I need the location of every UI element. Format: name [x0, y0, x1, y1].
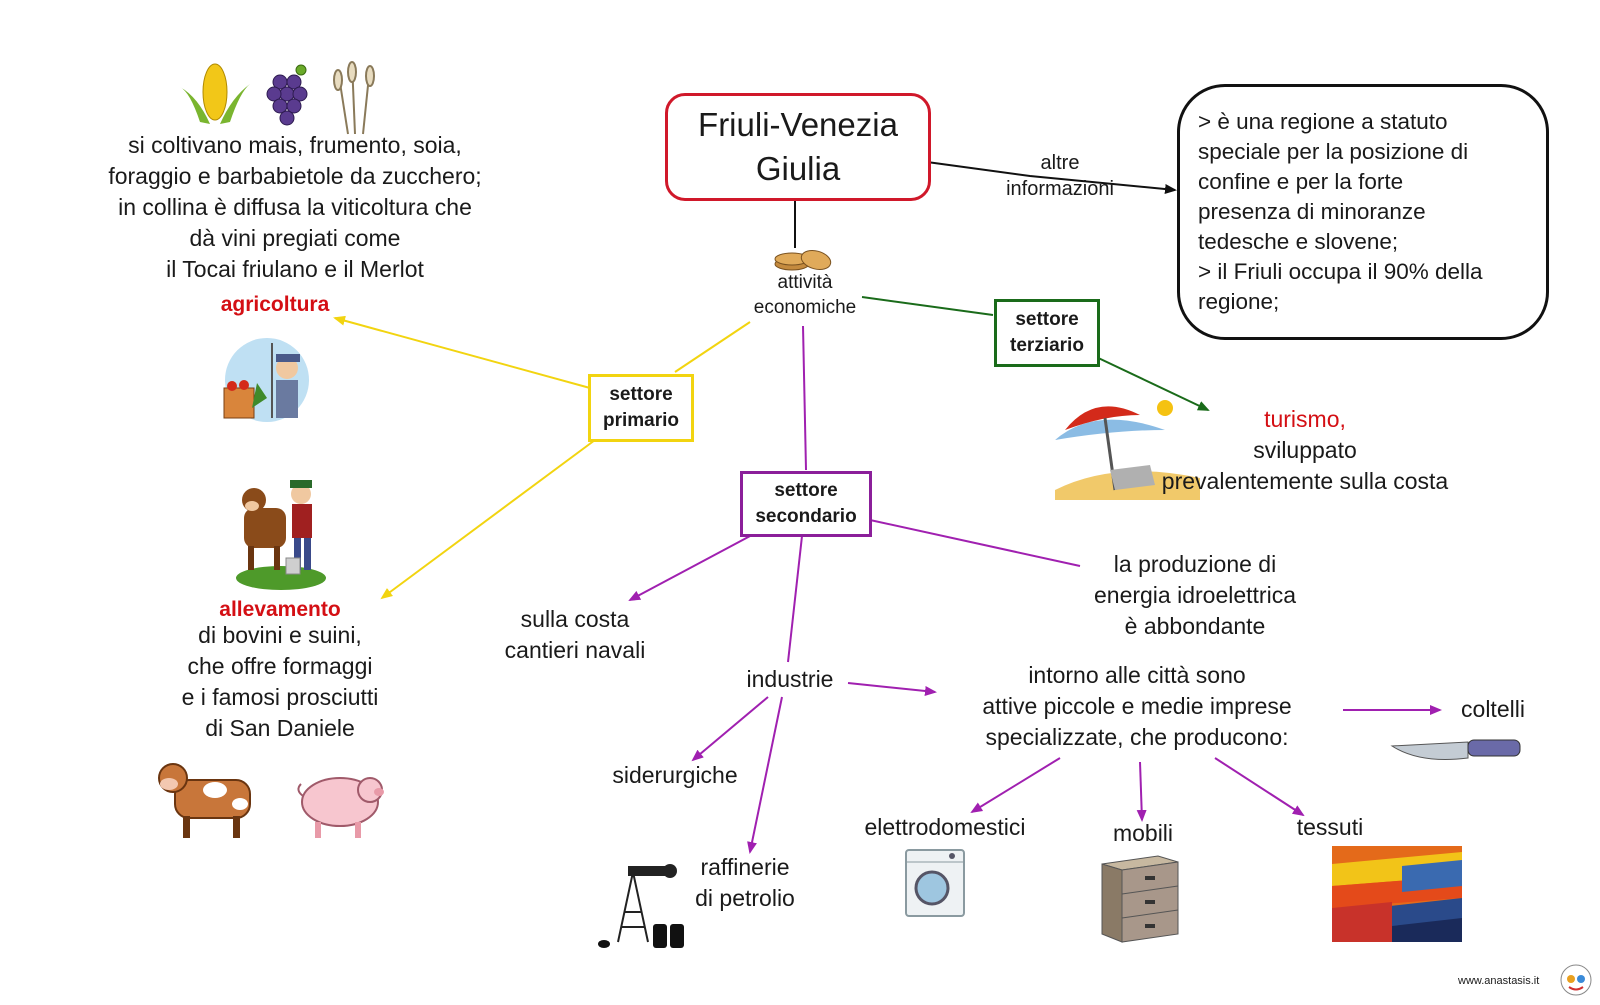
- turismo-node: turismo, sviluppato prevalentemente sull…: [1140, 404, 1470, 497]
- coltelli-node: coltelli: [1461, 696, 1525, 722]
- raffinerie-line: raffinerie: [700, 854, 790, 880]
- info-line: confine e per la forte: [1198, 169, 1404, 194]
- info-line: > è una regione a statuto: [1198, 109, 1448, 134]
- agricoltura-line: foraggio e barbabietole da zucchero;: [108, 163, 482, 189]
- allevamento-line: di bovini e suini,: [198, 622, 362, 648]
- line-attivita-terziario: [861, 296, 994, 316]
- settore-terziario-box[interactable]: settore terziario: [994, 299, 1100, 367]
- arrow-industrie-siderurgiche: [691, 696, 769, 762]
- farmer-icon: [223, 338, 309, 422]
- line-attivita-primario: [674, 321, 751, 373]
- central-topic[interactable]: Friuli-Venezia Giulia: [665, 93, 931, 201]
- arrow-industrie-raffinerie: [747, 696, 783, 854]
- info-link-line2: informazioni: [1006, 178, 1114, 200]
- logo-icon: [1560, 964, 1592, 996]
- info-line: tedesche e slovene;: [1198, 229, 1399, 254]
- agricoltura-line: il Tocai friulano e il Merlot: [166, 256, 424, 282]
- info-box[interactable]: > è una regione a statuto speciale per l…: [1177, 84, 1549, 340]
- secondario-line2: secondario: [755, 506, 857, 527]
- info-line: presenza di minoranze: [1198, 199, 1426, 224]
- arrow-imprese-tessuti: [1214, 757, 1305, 817]
- grapes-icon: [266, 64, 308, 126]
- agricoltura-line: dà vini pregiati come: [189, 225, 401, 251]
- line-attivita-secondario: [802, 325, 807, 471]
- animals-icon: [158, 763, 384, 838]
- allevamento-line: che offre formaggi: [187, 653, 373, 679]
- fabrics-icon: [1332, 846, 1462, 942]
- settore-secondario-box[interactable]: settore secondario: [740, 471, 872, 537]
- turismo-line: prevalentemente sulla costa: [1161, 468, 1449, 494]
- siderurgiche-node: siderurgiche: [612, 762, 738, 788]
- terziario-line2: terziario: [1010, 335, 1084, 356]
- arrow-imprese-mobili: [1136, 761, 1147, 822]
- turismo-line: sviluppato: [1253, 437, 1357, 463]
- energia-node: la produzione di energia idroelettrica è…: [1060, 549, 1330, 642]
- imprese-node: intorno alle città sono attive piccole e…: [932, 660, 1342, 753]
- title-line2: Giulia: [755, 150, 841, 187]
- info-line: > il Friuli occupa il 90% della: [1198, 259, 1483, 284]
- knife-icon: [1390, 739, 1521, 760]
- agricoltura-line: in collina è diffusa la viticoltura che: [118, 194, 472, 220]
- energia-line: energia idroelettrica: [1093, 582, 1296, 608]
- info-line: regione;: [1198, 289, 1280, 314]
- allevamento-line: di San Daniele: [205, 715, 355, 741]
- info-line: speciale per la posizione di: [1198, 139, 1469, 164]
- corn-icon: [180, 63, 250, 124]
- drawer-cabinet-icon: [1101, 855, 1179, 943]
- settore-primario-box[interactable]: settore primario: [588, 374, 694, 442]
- secondario-line1: settore: [774, 480, 838, 501]
- industrie-node: industrie: [746, 666, 834, 692]
- imprese-line: intorno alle città sono: [1028, 662, 1246, 688]
- attivita-line2: economiche: [753, 297, 857, 318]
- energia-line: la produzione di: [1113, 551, 1277, 577]
- oil-rig-icon: [598, 864, 684, 948]
- allevamento-line: e i famosi prosciutti: [181, 684, 379, 710]
- imprese-line: attive piccole e medie imprese: [982, 693, 1292, 719]
- primario-line2: primario: [602, 410, 680, 431]
- arrow-imprese-elettrodomestici: [970, 757, 1061, 814]
- costa-line: cantieri navali: [504, 637, 646, 663]
- attivita-line1: attività: [777, 272, 833, 293]
- info-link-label: altre informazioni: [985, 150, 1135, 202]
- cow-icon: [158, 763, 251, 838]
- attivita-node[interactable]: attività economiche: [730, 270, 880, 320]
- tessuti-node: tessuti: [1296, 814, 1364, 840]
- imprese-line: specializzate, che producono:: [985, 724, 1289, 750]
- arrow-primario-allevamento: [380, 439, 596, 600]
- beach-umbrella-icon: [1055, 400, 1200, 500]
- mobili-node: mobili: [1112, 820, 1174, 846]
- crops-icon: [180, 61, 375, 135]
- allevamento-label: allevamento: [219, 598, 341, 621]
- allevamento-description: di bovini e suini, che offre formaggi e …: [140, 620, 420, 744]
- credit-link[interactable]: www.anastasis.it: [1458, 975, 1540, 987]
- raffinerie-line: di petrolio: [695, 885, 795, 911]
- costa-line: sulla costa: [520, 606, 630, 632]
- arrow-terziario-turismo: [1091, 354, 1210, 411]
- terziario-line1: settore: [1015, 309, 1079, 330]
- pig-icon: [297, 777, 384, 838]
- arrow-primario-agricoltura: [333, 315, 591, 389]
- raffinerie-node: raffinerie di petrolio: [680, 852, 810, 914]
- washing-machine-icon: [905, 849, 965, 917]
- arrow-secondario-costa: [628, 534, 753, 601]
- wheat-icon: [333, 61, 375, 135]
- costa-node: sulla costa cantieri navali: [475, 604, 675, 666]
- line-title-info: [926, 161, 1177, 195]
- energia-line: è abbondante: [1124, 613, 1266, 639]
- elettrodomestici-node: elettrodomestici: [864, 814, 1026, 840]
- agricoltura-description: si coltivano mais, frumento, soia, forag…: [45, 130, 545, 285]
- cow-farmer-icon: [236, 480, 326, 590]
- primario-line1: settore: [609, 384, 673, 405]
- coins-icon: [774, 249, 832, 271]
- title-line1: Friuli-Venezia: [698, 106, 898, 143]
- info-link-line1: altre: [1040, 152, 1080, 174]
- agricoltura-line: si coltivano mais, frumento, soia,: [128, 132, 462, 158]
- turismo-label: turismo,: [1264, 406, 1346, 432]
- line-secondario-industrie: [787, 535, 803, 663]
- agricoltura-label: agricoltura: [220, 293, 330, 316]
- line-secondario-energia: [869, 519, 1081, 567]
- arrow-industrie-imprese: [847, 682, 937, 696]
